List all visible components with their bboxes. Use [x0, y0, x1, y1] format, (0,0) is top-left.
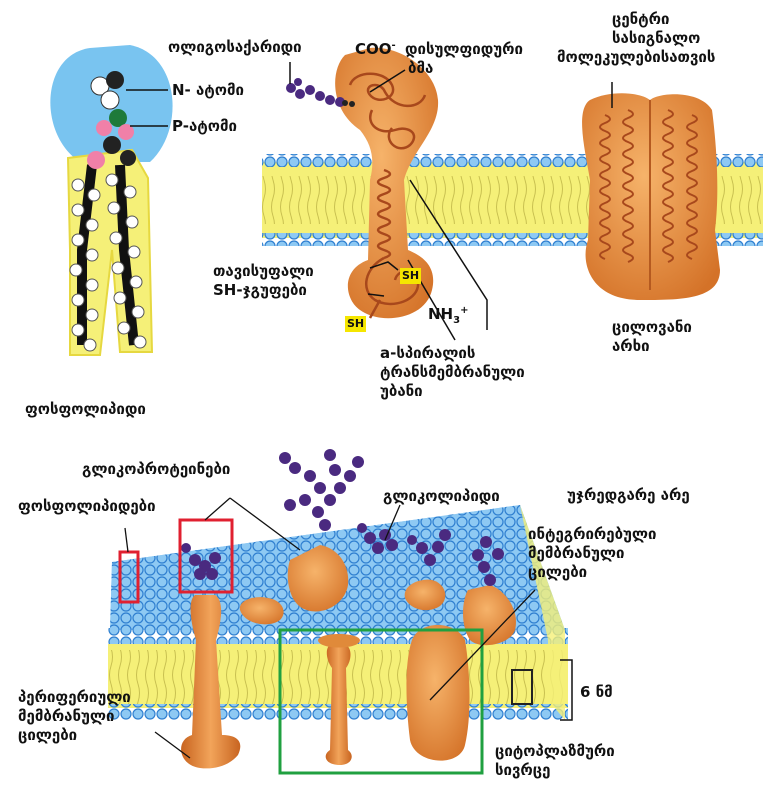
thickness-label: 6 ნმ	[580, 683, 613, 702]
integral-proteins-label: ინტეგრირებული მემბრანული ცილები	[528, 525, 657, 581]
glycolipids-label: გლიკოლიპიდი	[383, 487, 500, 506]
free-sh-line2: SH-ჯგუფები	[213, 281, 314, 300]
helix-line3: უბანი	[380, 382, 525, 401]
peripheral-line2: მემბრანული	[18, 707, 131, 726]
extracellular-label: უჯრედგარე არე	[567, 486, 690, 505]
sh-tag-upper: SH	[400, 268, 421, 284]
disulfide-line1: დისულფიდური	[405, 40, 523, 59]
cytoplasm-line2: სივრცე	[495, 761, 615, 780]
cytoplasm-label: ციტოპლაზმური სივრცე	[495, 742, 615, 780]
disulfide-label: დისულფიდური ბმა	[405, 40, 523, 78]
signal-center-line2: სასიგნალო	[612, 29, 715, 48]
integral-line1: ინტეგრირებული	[528, 525, 657, 544]
phospholipids-label: ფოსფოლიპიდები	[18, 497, 156, 516]
signal-center-line1: ცენტრი	[612, 10, 715, 29]
channel-line1: ცილოვანი	[612, 318, 692, 337]
peripheral-proteins-label: პერიფერიული მემბრანული ცილები	[18, 688, 131, 744]
nh3-sup: +	[460, 305, 468, 316]
integral-line3: ცილები	[528, 563, 657, 582]
oligosaccharide-label: ოლიგოსაქარიდი	[168, 38, 302, 57]
signal-center-line3: მოლეკულებისათვის	[557, 48, 715, 67]
helix-line1: a-სპირალის	[380, 344, 525, 363]
cytoplasm-line1: ციტოპლაზმური	[495, 742, 615, 761]
channel-label: ცილოვანი არხი	[612, 318, 692, 356]
integral-line2: მემბრანული	[528, 544, 657, 563]
sh-tag-lower: SH	[345, 316, 366, 332]
n-atom-label: N- ატომი	[172, 81, 244, 100]
phospholipid-figure	[50, 45, 172, 355]
coo-text: COO	[355, 40, 392, 58]
helix-line2: ტრანსმემბრანული	[380, 363, 525, 382]
free-sh-line1: თავისუფალი	[213, 262, 314, 281]
coo-label: COO-	[355, 40, 396, 59]
phospholipid-label: ფოსფოლიპიდი	[25, 400, 146, 419]
disulfide-line2: ბმა	[405, 59, 523, 78]
glycoproteins-label: გლიკოპროტეინები	[82, 460, 230, 479]
ion-channel	[582, 82, 720, 300]
nh3-label: NH3+	[428, 305, 468, 328]
peripheral-line3: ცილები	[18, 726, 131, 745]
free-sh-label: თავისუფალი SH-ჯგუფები	[213, 262, 314, 300]
peripheral-line1: პერიფერიული	[18, 688, 131, 707]
nh3-sub: 3	[453, 315, 460, 326]
signal-center-label: ცენტრი სასიგნალო მოლეკულებისათვის	[612, 10, 715, 66]
coo-charge: -	[392, 40, 396, 51]
p-atom-label: P-ატომი	[172, 117, 237, 136]
nh3-text: NH	[428, 305, 453, 323]
channel-line2: არხი	[612, 337, 692, 356]
helix-label: a-სპირალის ტრანსმემბრანული უბანი	[380, 344, 525, 400]
